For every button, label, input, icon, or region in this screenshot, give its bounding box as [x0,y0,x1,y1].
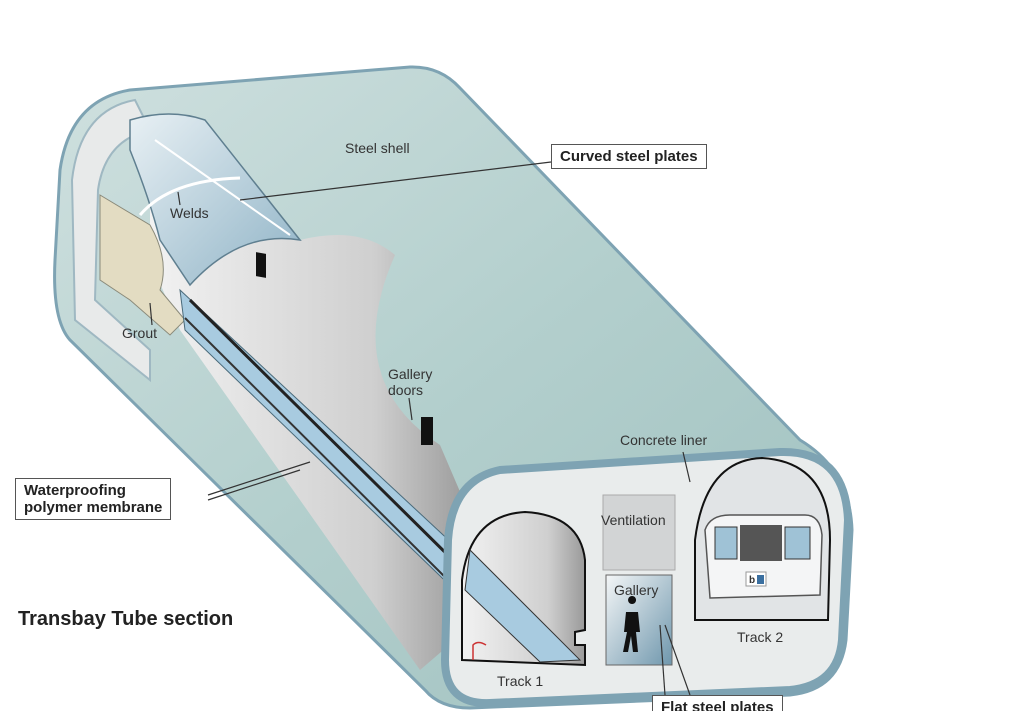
track-1-rails [464,548,582,663]
ventilation-duct [602,494,676,571]
gallery-door [421,417,433,445]
welds-label: Welds [170,205,209,221]
svg-text:b: b [749,575,755,586]
grout [99,194,186,336]
gallery-door [256,252,266,278]
waterproofing-callout: Waterproofing polymer membrane [15,478,172,520]
diagram-title: Transbay Tube section [18,608,234,630]
track-2-label: Track 2 [737,629,784,645]
gallery-doors-label-line1: Gallery [388,366,433,382]
train-window [714,526,738,560]
train-window [784,526,811,560]
rail [184,317,461,593]
gallery-chamber [605,574,673,666]
curved-steel-plates-callout: Curved steel plates [551,144,707,169]
gallery-doors-label-line2: doors [388,382,424,398]
track-1-label: Track 1 [497,673,544,689]
waterproofing-line1: Waterproofing [24,482,126,499]
ventilation-label: Ventilation [601,512,666,528]
grout-label: Grout [122,325,158,341]
tube-interior [150,150,470,670]
rail [188,298,470,577]
curved-steel-plates [129,113,302,287]
weld-seam [138,176,241,216]
concrete-liner-label: Concrete liner [620,432,708,448]
red-detail [472,641,487,660]
weld-seam [154,139,291,236]
leader-lines [149,161,691,696]
waterproofing-line2: polymer membrane [24,499,163,516]
track-1-bore [461,510,586,667]
person-icon [623,596,640,652]
train-windshield [740,525,782,561]
steel-shell-label: Steel shell [345,140,410,156]
flat-steel-plates-callout: Flat steel plates [652,695,783,711]
gallery-label: Gallery [614,582,659,598]
